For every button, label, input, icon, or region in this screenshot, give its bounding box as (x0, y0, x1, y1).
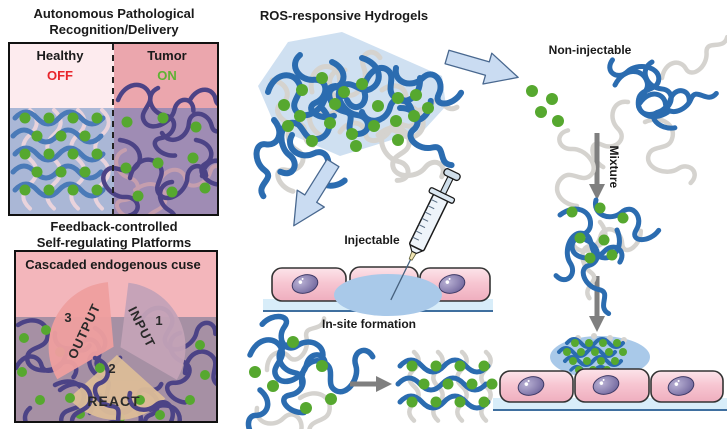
cascade-box-title: Cascaded endogenous cuse (25, 257, 201, 272)
mixture-arrow (589, 133, 605, 200)
cell-row-right (499, 368, 724, 403)
pie-num-3: 3 (64, 310, 72, 325)
in-site-arrow (350, 376, 392, 392)
slab-blue-chains (240, 46, 465, 196)
injected-droplet (334, 274, 442, 316)
gel-patch (550, 336, 650, 378)
in-site-after-network (398, 352, 498, 421)
slab-shape (258, 32, 446, 156)
autonomous-panel-box (8, 42, 219, 216)
healthy-gel-bg (10, 108, 114, 214)
arrow-mixture-to-cells (589, 276, 605, 332)
hydrogel-title: ROS-responsive Hydrogels (259, 8, 429, 23)
cell (650, 370, 724, 403)
healthy-zone-bg (10, 44, 114, 108)
autonomous-title-line2: Recognition/Delivery (49, 22, 179, 37)
off-label: OFF (47, 68, 73, 83)
arrow-to-non-injectable (444, 49, 519, 85)
cell (349, 266, 419, 301)
non-injectable-label: Non-injectable (548, 43, 632, 57)
basement-strip (263, 299, 493, 311)
basement-strip (493, 398, 727, 410)
pie-num-1: 1 (155, 313, 163, 328)
feedback-title-line1: Feedback-controlled (50, 219, 178, 234)
feedback-title-line2: Self-regulating Platforms (36, 235, 192, 250)
cell (271, 267, 347, 302)
mixture-result (533, 127, 660, 314)
in-site-label: In-site formation (321, 317, 417, 331)
pie-num-2: 2 (108, 361, 116, 376)
mixture-label: Mixture (606, 145, 621, 189)
tumor-label: Tumor (147, 48, 187, 63)
healthy-label: Healthy (36, 48, 84, 63)
slab-gray-chains (254, 31, 457, 193)
cell (574, 368, 650, 403)
tumor-gel-bg (114, 108, 217, 214)
gel-patch-network (557, 333, 627, 376)
injectable-label: Injectable (344, 233, 400, 247)
hydrogel-slab (240, 31, 465, 196)
cell-row-injection (271, 266, 491, 302)
cell (499, 370, 574, 403)
on-label: ON (157, 68, 177, 83)
cell (419, 267, 491, 302)
free-crosslinker-dots (526, 85, 564, 127)
slab-dots (278, 72, 434, 152)
tissue-with-gel (493, 333, 727, 411)
arrow-to-injectable (293, 158, 340, 227)
pie-react-label: REACT (87, 393, 141, 409)
autonomous-title-line1: Autonomous Pathological (33, 6, 195, 21)
